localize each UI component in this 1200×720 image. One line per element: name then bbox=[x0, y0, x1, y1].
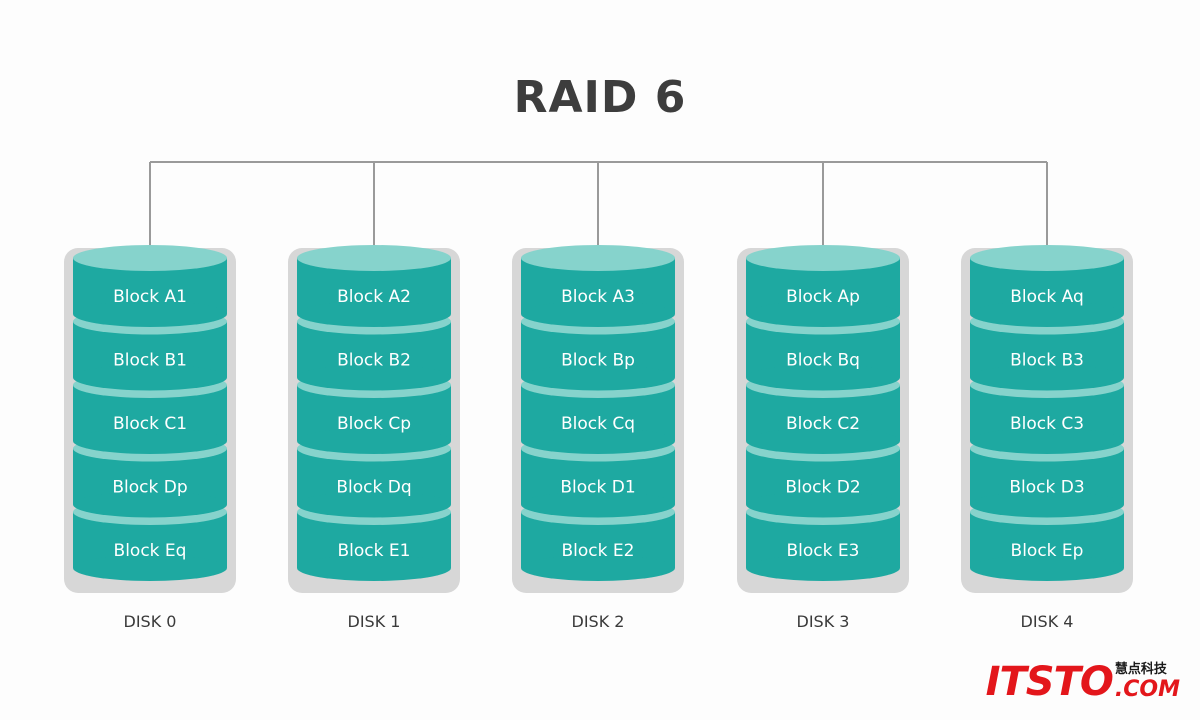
block-bottom bbox=[521, 364, 675, 391]
block-label: Block Bq bbox=[786, 351, 860, 371]
block-top bbox=[521, 245, 675, 271]
block-bottom bbox=[746, 301, 900, 327]
block-segment: Block Aq bbox=[970, 245, 1124, 327]
block-label: Block Bp bbox=[561, 351, 635, 371]
block-label: Block B3 bbox=[1010, 351, 1084, 371]
block-label: Block Cp bbox=[337, 414, 411, 434]
block-bottom bbox=[73, 555, 227, 581]
block-bottom bbox=[746, 491, 900, 518]
disk-label: DISK 0 bbox=[124, 612, 177, 631]
block-bottom bbox=[970, 301, 1124, 327]
block-bottom bbox=[73, 428, 227, 454]
block-label: Block B1 bbox=[113, 351, 187, 371]
disk-group: Block Eq Block Dp Block C1 Block B1 Block A1… bbox=[64, 245, 1133, 631]
block-top bbox=[970, 245, 1124, 271]
block-label: Block E3 bbox=[787, 541, 860, 561]
connector-lines bbox=[149, 161, 1048, 264]
logo-side: 慧点科技 .COM bbox=[1115, 662, 1180, 702]
disk-label: DISK 4 bbox=[1021, 612, 1074, 631]
itsto-logo: ITSTO 慧点科技 .COM bbox=[986, 656, 1180, 702]
block-label: Block E2 bbox=[562, 541, 635, 561]
disk-label: DISK 3 bbox=[797, 612, 850, 631]
block-bottom bbox=[521, 555, 675, 581]
block-label: Block Dq bbox=[336, 478, 411, 498]
block-label: Block Cq bbox=[561, 414, 635, 434]
block-label: Block C1 bbox=[113, 414, 187, 434]
block-bottom bbox=[73, 491, 227, 518]
block-bottom bbox=[297, 491, 451, 518]
block-label: Block B2 bbox=[337, 351, 411, 371]
block-bottom bbox=[970, 491, 1124, 518]
diagram-title: RAID 6 bbox=[513, 72, 687, 123]
block-bottom bbox=[73, 364, 227, 391]
disk-label: DISK 2 bbox=[572, 612, 625, 631]
block-bottom bbox=[297, 555, 451, 581]
block-bottom bbox=[297, 301, 451, 327]
disk-3: Block E3 Block D2 Block C2 Block Bq Block Ap… bbox=[737, 245, 909, 631]
block-bottom bbox=[746, 428, 900, 454]
block-segment: Block Eq bbox=[73, 499, 227, 581]
disk-0: Block Eq Block Dp Block C1 Block B1 Block A1… bbox=[64, 245, 236, 631]
block-bottom bbox=[521, 301, 675, 327]
block-segment: Block Dq bbox=[297, 435, 451, 518]
block-segment: Block A2 bbox=[297, 245, 451, 327]
block-label: Block D3 bbox=[1009, 478, 1084, 498]
block-bottom bbox=[73, 301, 227, 327]
block-bottom bbox=[521, 428, 675, 454]
block-top bbox=[746, 245, 900, 271]
block-label: Block D2 bbox=[785, 478, 860, 498]
block-bottom bbox=[746, 555, 900, 581]
disk-label: DISK 1 bbox=[348, 612, 401, 631]
block-segment: Block E3 bbox=[746, 499, 900, 581]
block-segment: Block A1 bbox=[73, 245, 227, 327]
block-label: Block A3 bbox=[561, 287, 635, 307]
block-segment: Block Ap bbox=[746, 245, 900, 327]
block-top bbox=[297, 245, 451, 271]
block-label: Block C3 bbox=[1010, 414, 1084, 434]
block-label: Block Eq bbox=[114, 541, 187, 561]
block-label: Block Aq bbox=[1010, 287, 1084, 307]
block-label: Block A2 bbox=[337, 287, 411, 307]
block-bottom bbox=[970, 364, 1124, 391]
block-segment: Block A3 bbox=[521, 245, 675, 327]
block-bottom bbox=[297, 428, 451, 454]
disk-1: Block E1 Block Dq Block Cp Block B2 Block A2… bbox=[288, 245, 460, 631]
logo-wordmark: ITSTO bbox=[985, 659, 1114, 705]
block-label: Block E1 bbox=[338, 541, 411, 561]
block-bottom bbox=[746, 364, 900, 391]
block-bottom bbox=[521, 491, 675, 518]
logo-domain-suffix: .COM bbox=[1114, 677, 1180, 702]
block-label: Block Ap bbox=[786, 287, 860, 307]
block-bottom bbox=[970, 428, 1124, 454]
block-top bbox=[73, 245, 227, 271]
block-label: Block Dp bbox=[112, 478, 187, 498]
logo-chinese-text: 慧点科技 bbox=[1114, 662, 1167, 677]
block-label: Block Ep bbox=[1011, 541, 1084, 561]
block-segment: Block Bp bbox=[521, 308, 675, 391]
block-label: Block D1 bbox=[560, 478, 635, 498]
block-segment: Block B3 bbox=[970, 308, 1124, 391]
block-bottom bbox=[970, 555, 1124, 581]
block-bottom bbox=[297, 364, 451, 391]
block-label: Block A1 bbox=[113, 287, 187, 307]
block-label: Block C2 bbox=[786, 414, 860, 434]
disk-2: Block E2 Block D1 Block Cq Block Bp Block A3… bbox=[512, 245, 684, 631]
disk-4: Block Ep Block D3 Block C3 Block B3 Block Aq… bbox=[961, 245, 1133, 631]
